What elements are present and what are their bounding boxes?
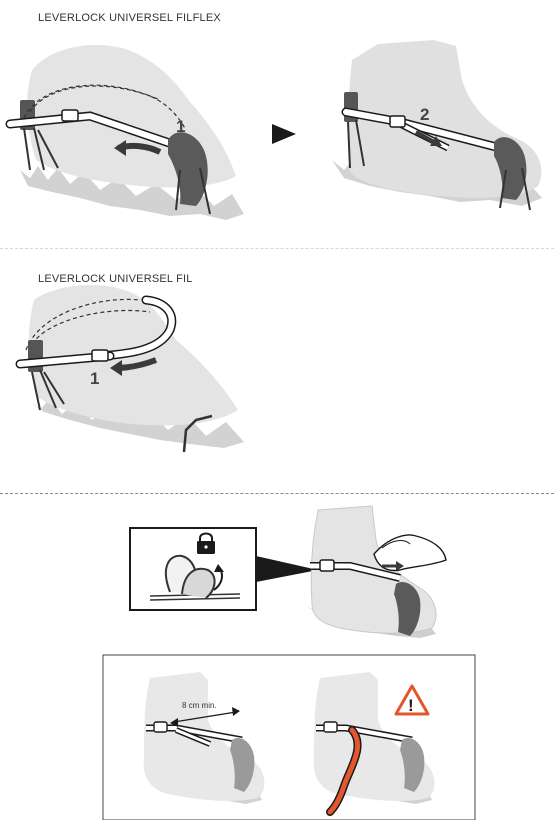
buckle xyxy=(154,722,167,732)
buckle xyxy=(62,110,78,121)
check-panel: 8 cm min. ! xyxy=(103,655,475,820)
filflex-step1-illustration: 1 xyxy=(10,45,244,220)
buckle xyxy=(324,722,337,732)
filflex-step2-illustration: 2 xyxy=(332,40,542,210)
step-number: 1 xyxy=(90,369,99,388)
right-arrow-icon xyxy=(272,124,296,144)
step-number: 2 xyxy=(420,105,429,124)
measurement-label: 8 cm min. xyxy=(182,701,217,710)
incorrect-fit-illustration: ! xyxy=(312,672,434,812)
step-number: 1 xyxy=(176,117,185,136)
buckle xyxy=(320,560,334,571)
fil-step1-illustration: 1 xyxy=(20,285,244,452)
buckle xyxy=(92,350,108,361)
buckle xyxy=(390,116,405,127)
lock-detail-illustration xyxy=(130,506,446,638)
warning-symbol: ! xyxy=(408,696,414,715)
callout-connector xyxy=(256,556,318,582)
